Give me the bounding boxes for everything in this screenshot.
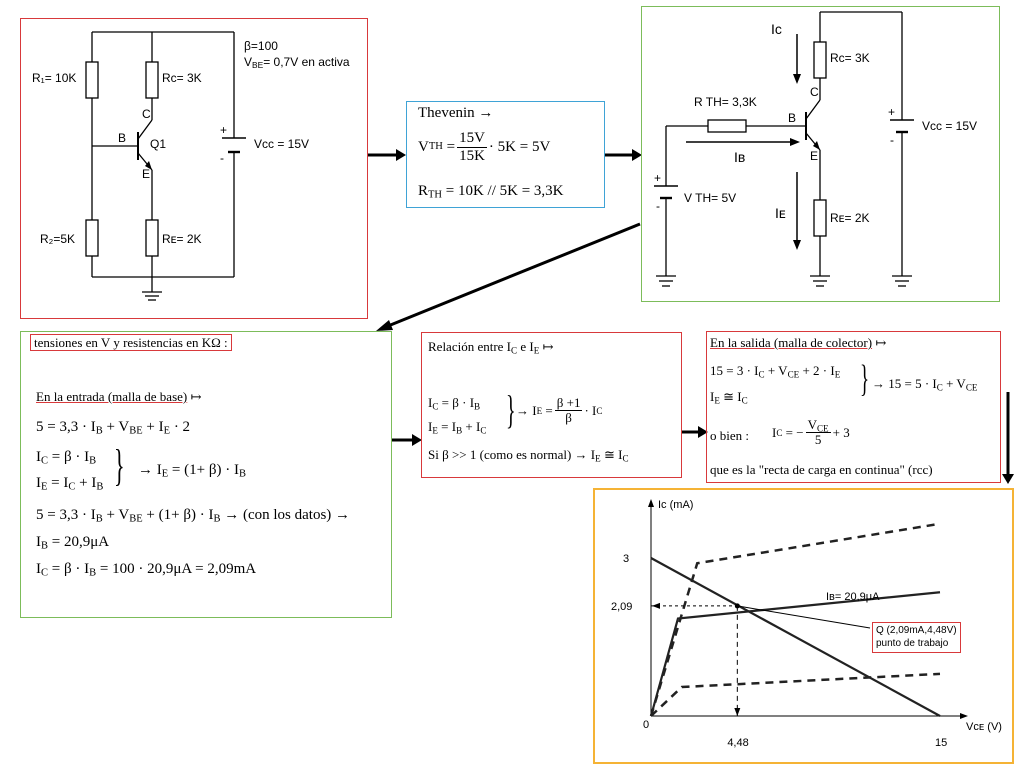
- vcc2-label: Vᴄᴄ = 15V: [922, 119, 978, 133]
- ib-curve-label: Iʙ= 20,9μA: [826, 591, 880, 603]
- ic-current-label: Iᴄ: [771, 21, 782, 37]
- ib-result: IB = 20,9μA: [36, 534, 110, 552]
- rc2-label: Rᴄ= 3K: [830, 51, 870, 65]
- ib-current-label: Iʙ: [734, 149, 746, 165]
- output-title: En la salida (malla de colector) ↦: [710, 335, 887, 350]
- base-sys-1: IC = β · IB: [36, 449, 97, 467]
- series-line-0: [650, 557, 941, 717]
- tick-label-2: 0: [643, 719, 649, 731]
- emitter2-label: E: [810, 149, 819, 163]
- vth-plus: +: [654, 171, 662, 185]
- thevenin-title: Thevenin →: [418, 105, 494, 121]
- chart-xlabel: Vᴄᴇ (V): [966, 721, 1002, 733]
- battery-plus: +: [220, 123, 228, 137]
- tick-label-3: 4,48: [727, 737, 748, 749]
- output-result: → 15 = 5 · IC + VCE: [872, 376, 978, 393]
- vcc-label: Vᴄᴄ = 15V: [254, 137, 310, 151]
- rc-label: Rᴄ= 3K: [162, 71, 202, 85]
- collector2-label: C: [810, 85, 819, 99]
- circuit-box-thevenin: [641, 6, 1000, 302]
- r2-label: R₂=5K: [40, 232, 76, 246]
- vcc2-minus: -: [890, 133, 894, 147]
- base-eq-1: 5 = 3,3 · IB + VBE + IE · 2: [36, 419, 191, 437]
- q-point-label: Q (2,09mA,4,48V) punto de trabajo: [872, 622, 961, 653]
- re2-label: Rᴇ= 2K: [830, 211, 870, 225]
- vth-label: V TH= 5V: [684, 191, 737, 205]
- base-loop-box: [20, 331, 392, 618]
- relation-title: Relación entre IC e IE ↦: [428, 339, 554, 356]
- circuit-box-original: [20, 18, 368, 319]
- rcc-label: que es la "recta de carga en continua" (…: [710, 462, 933, 477]
- re-label: Rᴇ= 2K: [162, 232, 202, 246]
- vbe-label: VBE= 0,7V en activa: [244, 55, 350, 71]
- chart-ylabel: Iᴄ (mA): [658, 499, 694, 511]
- x-axis-arrow: [960, 713, 968, 719]
- q-v-arrow: [734, 708, 741, 716]
- emitter-node-label: E: [142, 167, 151, 181]
- beta-label: β=100: [244, 39, 278, 53]
- series-line-3: [650, 672, 941, 717]
- output-brace: }: [860, 358, 870, 400]
- q1-label: Q1: [150, 137, 167, 151]
- base-node-label: B: [118, 131, 127, 145]
- base2-label: B: [788, 111, 797, 125]
- output-eq-2: IE ≅ IC: [710, 389, 748, 406]
- tick-label-0: 3: [623, 553, 629, 565]
- tick-label-1: 2,09: [611, 601, 632, 613]
- battery-minus: -: [220, 151, 224, 165]
- rth-label: R TH= 3,3K: [694, 95, 757, 109]
- units-header: tensiones en V y resistencias en KΩ :: [30, 334, 232, 351]
- relation-sys-1: IC = β · IB: [428, 395, 481, 412]
- obien-label: o bien :: [710, 428, 749, 443]
- ic-result: IC = β · IB = 100 · 20,9μA = 2,09mA: [36, 561, 257, 579]
- relation-si: Si β >> 1 (como es normal) → IE ≅ IC: [428, 447, 629, 464]
- vth-minus: -: [656, 199, 660, 213]
- base-sys-brace: }: [114, 441, 125, 490]
- tick-label-4: 15: [935, 737, 947, 749]
- series-line-2: [649, 522, 941, 717]
- q-h-arrow: [652, 602, 660, 609]
- r1-label: R₁= 10K: [32, 71, 77, 85]
- relation-box: [421, 332, 682, 478]
- output-eq-1: 15 = 3 · IC + VCE + 2 · IE: [710, 363, 841, 380]
- output-loop-box: [706, 331, 1001, 483]
- collector-node-label: C: [142, 107, 151, 121]
- q-callout-line: [737, 605, 871, 629]
- rth-equation: RTH = 10K // 5K = 3,3K: [418, 183, 564, 201]
- y-axis-arrow: [648, 499, 654, 507]
- base-sys-2: IE = IC + IB: [36, 475, 104, 493]
- ie-current-label: Iᴇ: [775, 205, 786, 221]
- relation-sys-2: IE = IB + IC: [428, 419, 487, 436]
- base-eq-2: 5 = 3,3 · IB + VBE + (1+ β) · IB → (con …: [36, 507, 351, 525]
- entrada-title: En la entrada (malla de base) ↦: [36, 389, 202, 404]
- vcc2-plus: +: [888, 105, 896, 119]
- base-sys-result: → IE = (1+ β) · IB: [138, 462, 246, 480]
- series-line-1: [649, 591, 941, 717]
- relation-brace: }: [506, 387, 516, 432]
- chart-box: [593, 488, 1014, 764]
- thevenin-box: [406, 101, 605, 208]
